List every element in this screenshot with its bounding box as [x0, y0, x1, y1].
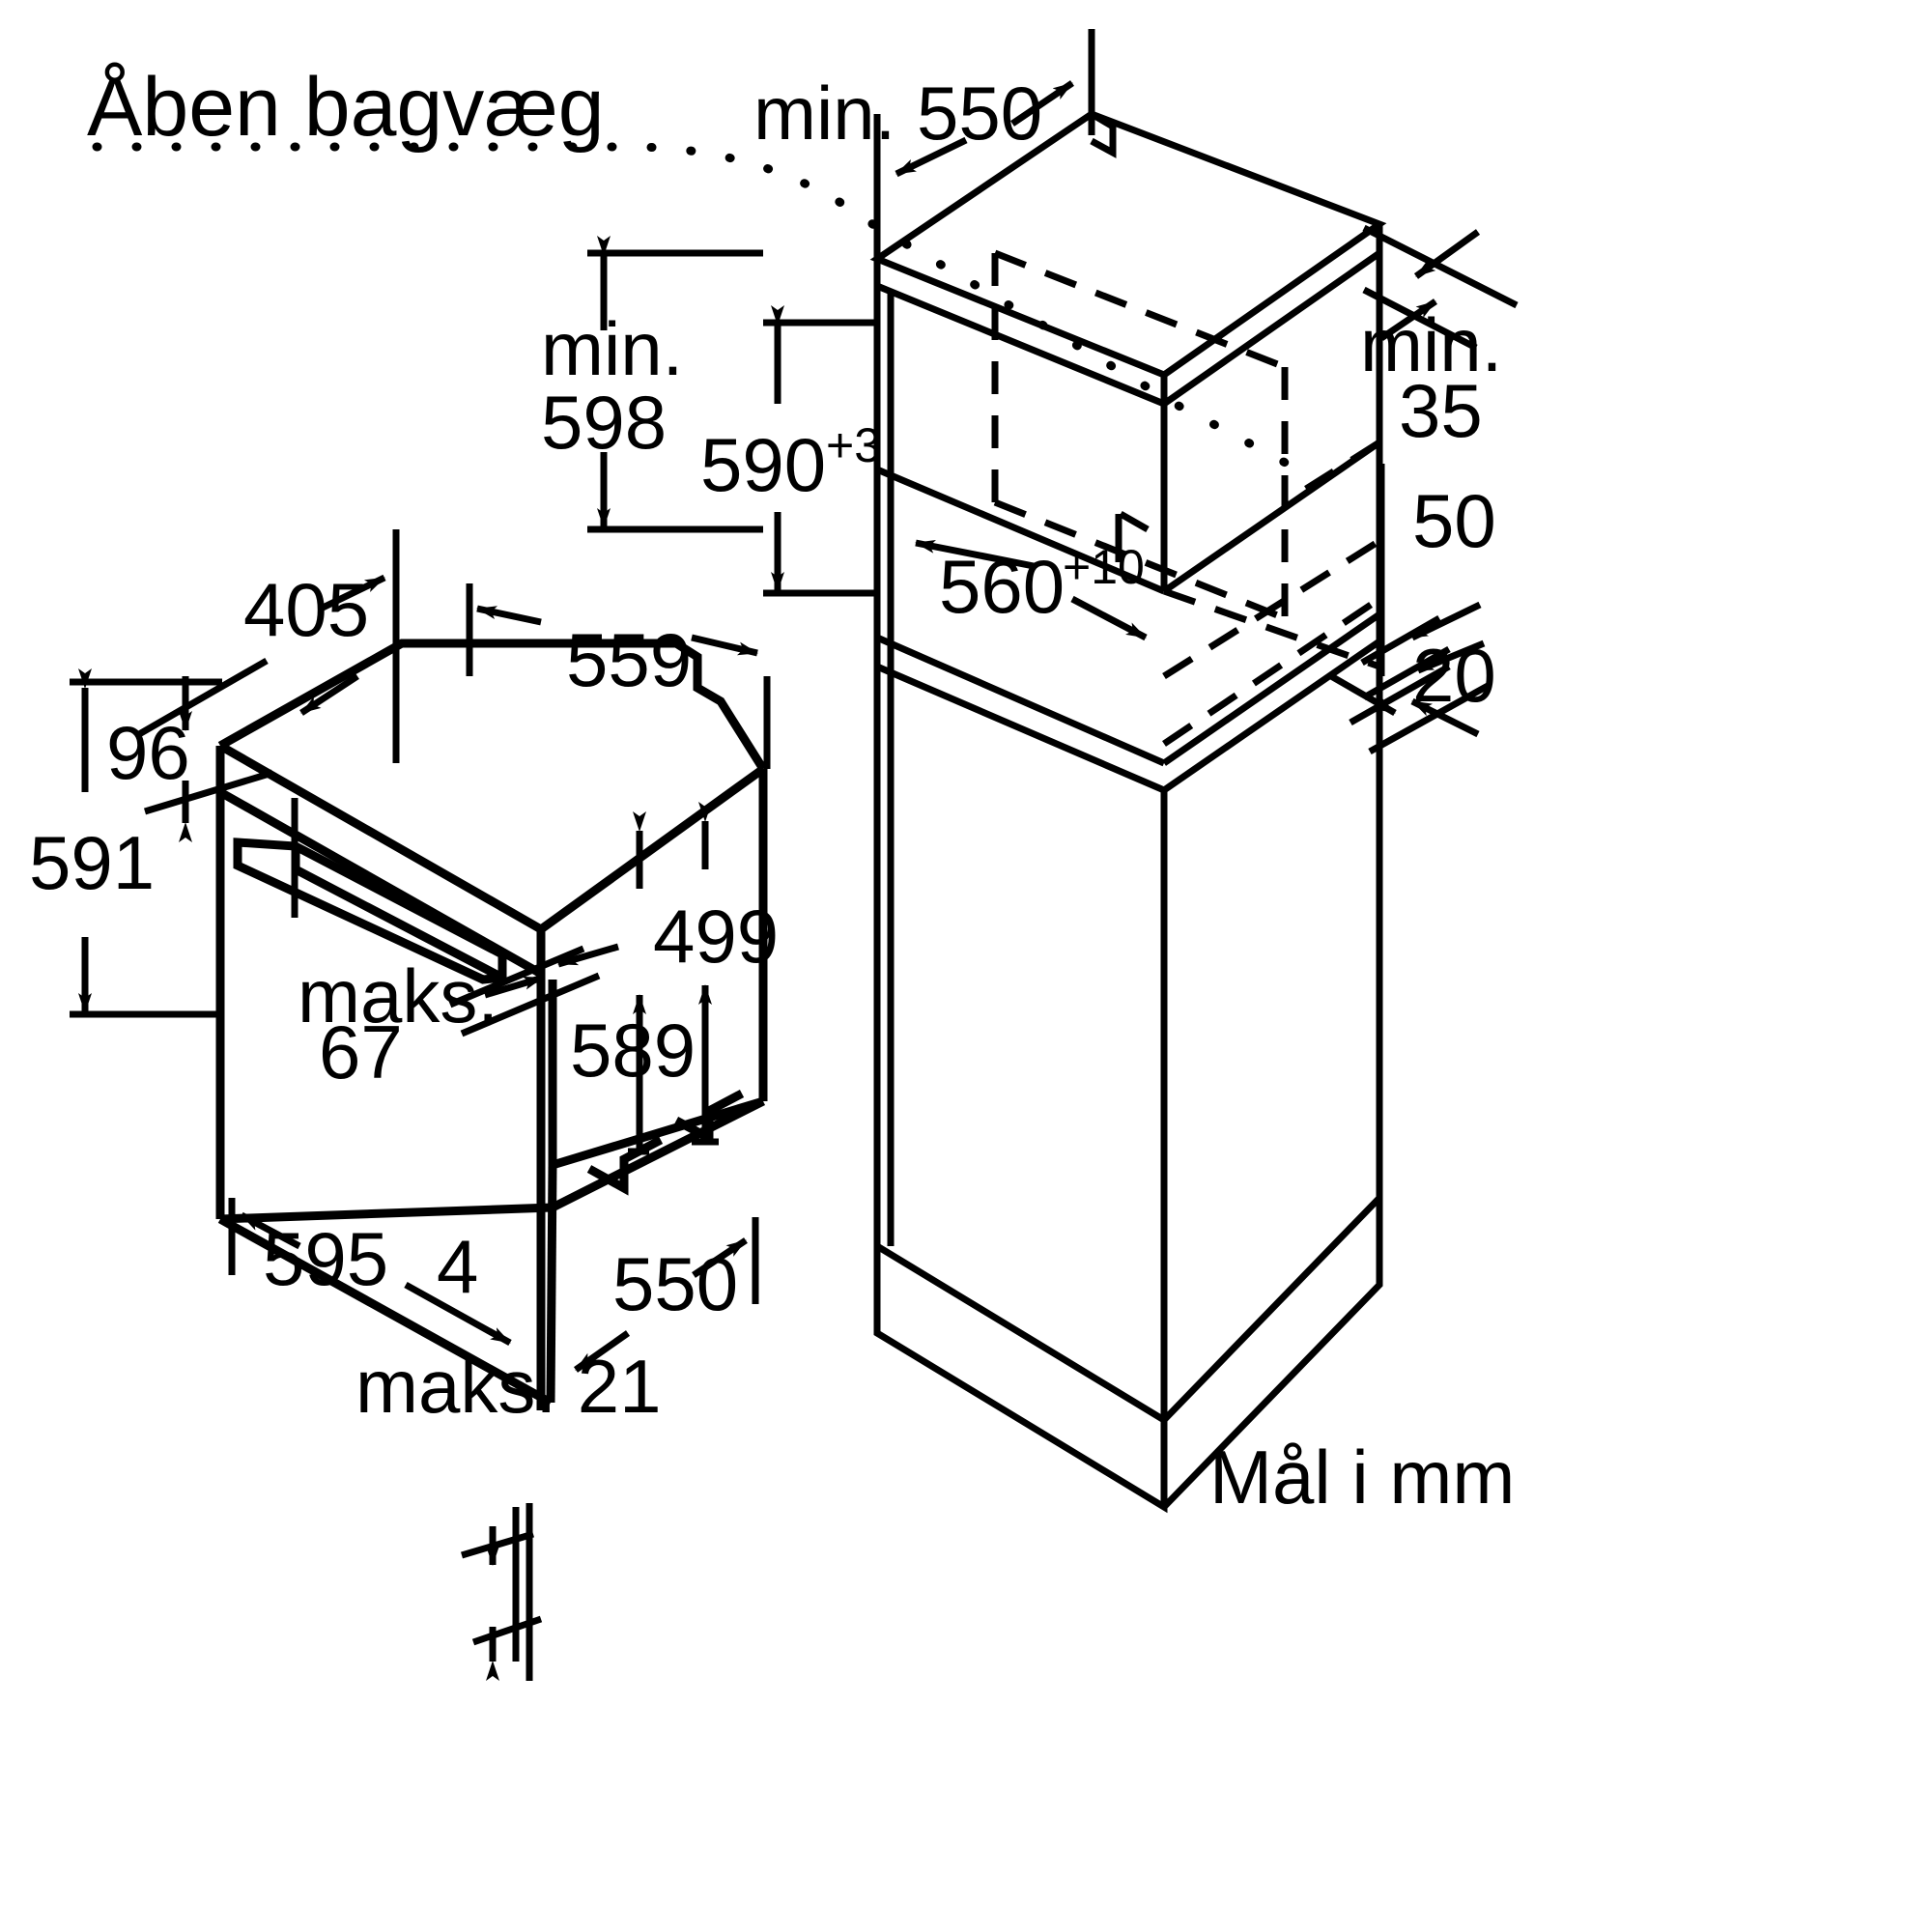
dimension-560-tolerance: +10 — [1063, 540, 1145, 594]
dimension-20: 20 — [1412, 633, 1496, 718]
dimension-maks-67-value: 67 — [319, 1009, 403, 1094]
dimension-560-value: 560 — [939, 544, 1065, 629]
dotted-leader-open-back-wall — [92, 142, 1304, 475]
dimension-min-550: min. 550 — [753, 71, 1043, 156]
cabinet-niche-illustration — [869, 110, 1387, 1514]
dimension-559: 559 — [566, 617, 693, 702]
dimension-min-598-value: 598 — [541, 380, 668, 465]
open-back-wall-label: Åben bagvæg — [87, 61, 605, 154]
dimension-min-598-word: min. — [541, 306, 684, 391]
dimension-96: 96 — [106, 710, 190, 795]
dimension-4: 4 — [437, 1224, 479, 1309]
dimension-405: 405 — [243, 567, 370, 652]
dimension-499: 499 — [653, 894, 780, 979]
units-note: Mål i mm — [1209, 1435, 1516, 1520]
dimension-590-value: 590 — [700, 422, 827, 507]
oven-dimension-lines — [70, 529, 771, 1681]
dimension-590-tolerance: +3 — [826, 418, 882, 472]
cabinet-dimension-lines — [587, 29, 1519, 755]
dimension-50: 50 — [1412, 478, 1496, 563]
dimension-min-35-value: 35 — [1399, 368, 1483, 453]
dimension-maks-21: maks. 21 — [355, 1344, 662, 1429]
dimension-589: 589 — [570, 1008, 696, 1093]
oven-illustration — [215, 639, 768, 1410]
dimension-maks-67-word: maks. — [298, 953, 499, 1038]
dimension-min-35-word: min. — [1360, 302, 1503, 387]
dimension-591: 591 — [29, 820, 156, 905]
dimension-550: 550 — [612, 1241, 739, 1326]
dimension-595: 595 — [263, 1216, 389, 1301]
